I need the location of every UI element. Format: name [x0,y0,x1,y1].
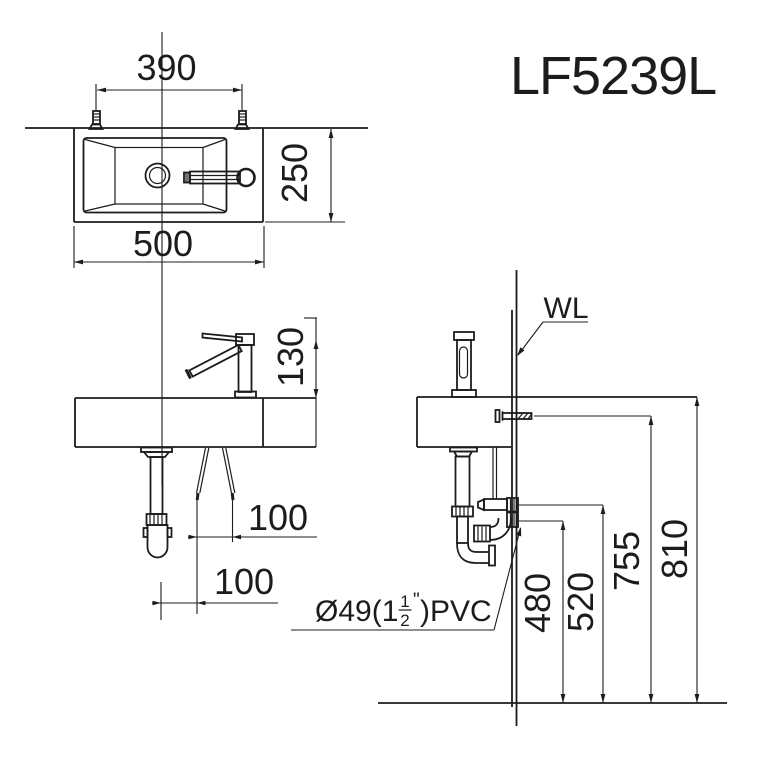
faucet-plan [183,167,256,188]
dimension-520: 520 [518,504,606,703]
model-number: LF5239L [510,46,716,106]
dim-label-100-drain: 100 [214,561,274,602]
faucet-spout [188,343,243,378]
dimension-100-drain: 100 [152,561,278,620]
dimension-810: 810 [654,397,700,703]
dimension-100-hoses: 100 [188,497,317,614]
dim-label-100-hoses: 100 [248,497,308,538]
faucet-front [184,332,257,399]
mounting-bolt-left [87,110,105,130]
wl-label: WL [544,292,589,325]
dim-label-250: 250 [274,143,315,203]
wall-bolt [494,409,533,423]
wall-line-callout: WL [517,292,589,356]
sink-front [74,397,316,448]
faucet-side [451,331,477,398]
pvc-note-frac-numerator: 1 [400,592,409,611]
dim-label-130: 130 [270,327,311,387]
dim-label-390: 390 [136,47,196,88]
drain-trap-side [449,446,496,567]
dimension-250: 250 [265,129,345,223]
pvc-note-inch-mark: " [413,590,420,611]
dim-label-500: 500 [133,223,193,264]
sink-side [416,396,697,448]
drain-trap-front [140,446,173,559]
dim-label-480: 480 [517,573,558,633]
side-view: 480 520 755 810 WL [291,270,727,726]
dimension-480: 480 [517,520,566,703]
dimension-390: 390 [95,47,243,110]
faucet-lever [201,332,243,343]
pvc-note-prefix: Ø49(1 [315,595,398,628]
dimension-500: 500 [73,223,265,268]
dim-label-810: 810 [654,519,695,579]
mounting-bolt-right [233,110,251,130]
dim-label-755: 755 [606,531,647,591]
pvc-note-suffix: )PVC [420,595,492,628]
pvc-note-frac-denominator: 2 [400,611,409,630]
drain-plan [144,162,171,189]
sink-outline-plan [73,128,264,223]
supply-hoses-front [195,447,236,501]
dim-label-520: 520 [560,572,601,632]
faucet-handle-knob [236,167,256,188]
dimension-755: 755 [534,415,654,703]
top-view: 390 500 250 [25,32,368,485]
front-view: 100 100 130 [74,317,319,620]
pvc-note: Ø49(1 1 2 " )PVC [291,527,522,631]
wall-outlet-elbow [473,511,519,543]
dimension-130: 130 [270,317,319,447]
